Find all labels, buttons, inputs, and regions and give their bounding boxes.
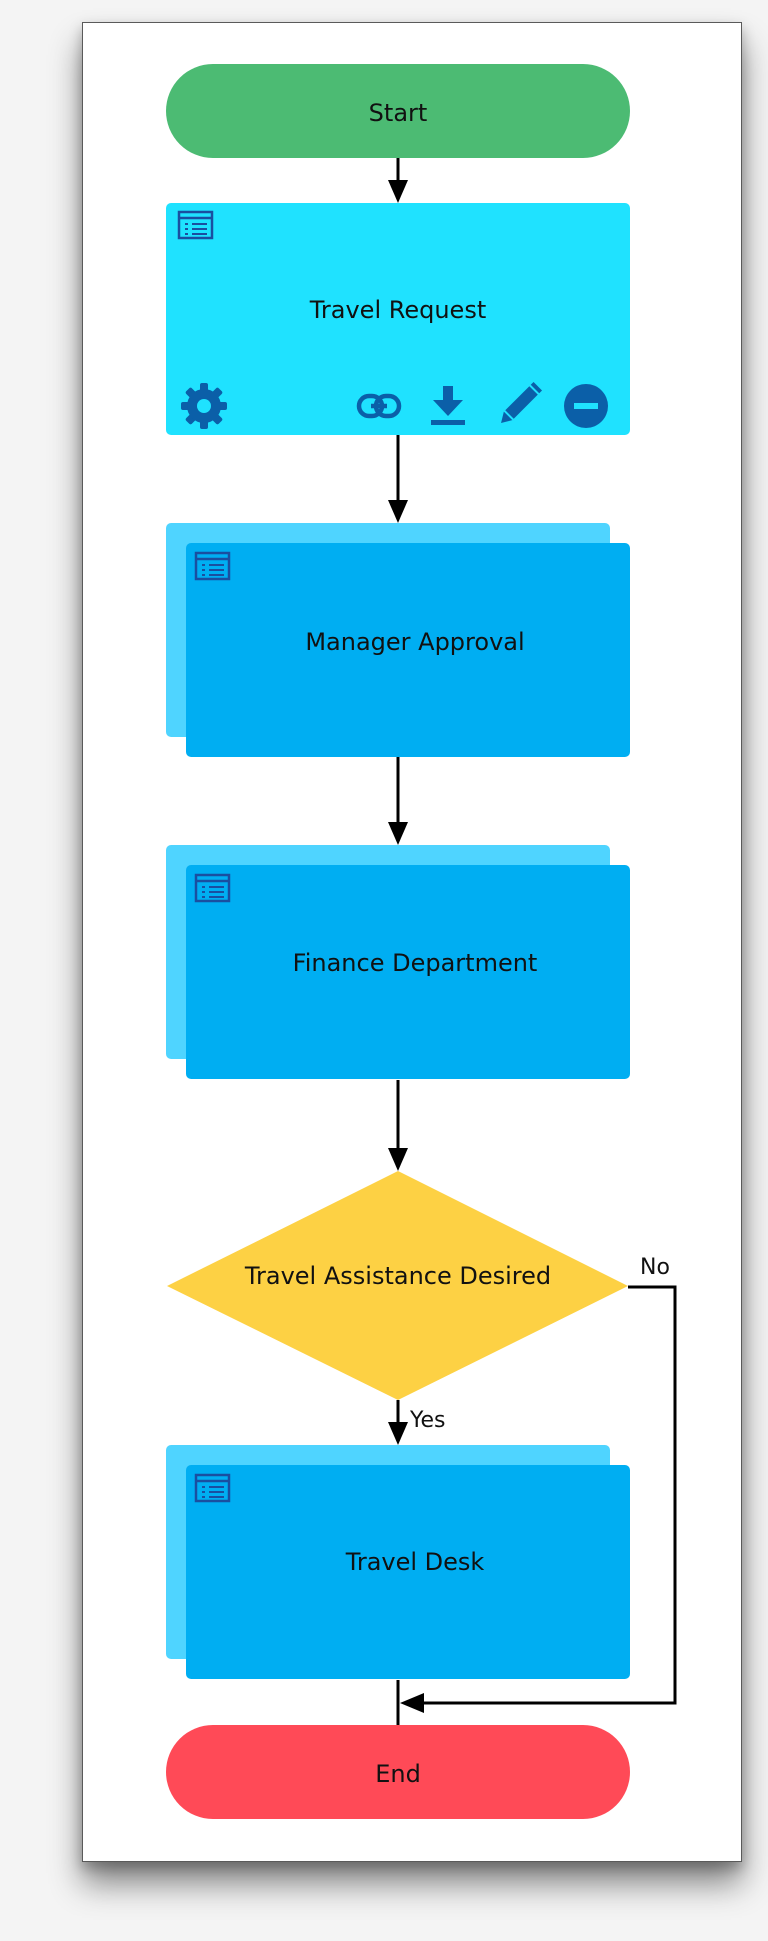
remove-icon[interactable] <box>564 384 608 428</box>
download-icon[interactable] <box>431 386 465 425</box>
travel-desk-node[interactable]: Travel Desk <box>166 1445 630 1679</box>
finance-department-shape <box>186 865 630 1079</box>
pencil-icon[interactable] <box>497 381 543 427</box>
no-edge-label: No <box>640 1255 670 1280</box>
arrowhead <box>388 500 408 523</box>
manager-approval-label: Manager Approval <box>305 628 524 656</box>
travel-desk-label: Travel Desk <box>345 1548 485 1576</box>
decision-node[interactable]: Travel Assistance Desired <box>167 1171 628 1400</box>
travel-request-shape <box>166 203 630 435</box>
connectors <box>388 158 677 1725</box>
gear-icon[interactable] <box>181 383 227 429</box>
decision-diamond-shape <box>167 1171 628 1400</box>
start-node[interactable]: Start <box>166 64 630 158</box>
manager-approval-shape <box>186 543 630 757</box>
manager-approval-node[interactable]: Manager Approval <box>166 523 630 757</box>
decision-label: Travel Assistance Desired <box>244 1262 551 1290</box>
finance-department-label: Finance Department <box>293 949 538 977</box>
arrowhead <box>400 1693 424 1713</box>
travel-desk-shape <box>186 1465 630 1679</box>
start-label: Start <box>369 99 428 127</box>
form-icon <box>194 551 231 581</box>
arrowhead <box>388 180 408 203</box>
travel-request-node[interactable]: Travel Request <box>166 203 630 435</box>
form-icon <box>177 210 214 240</box>
start-terminal-shape <box>166 64 630 158</box>
end-terminal-shape <box>166 1725 630 1819</box>
arrowhead <box>388 822 408 845</box>
form-icon <box>194 1473 231 1503</box>
end-label: End <box>375 1760 421 1788</box>
yes-edge-label: Yes <box>409 1408 446 1433</box>
arrowhead <box>388 1148 408 1171</box>
form-icon <box>194 873 231 903</box>
arrowhead <box>388 1422 408 1445</box>
link-icon[interactable] <box>356 393 402 419</box>
finance-department-node[interactable]: Finance Department <box>166 845 630 1079</box>
end-node[interactable]: End <box>166 1725 630 1819</box>
edge-decision-end-no <box>420 1285 677 1705</box>
travel-request-label: Travel Request <box>309 296 486 324</box>
